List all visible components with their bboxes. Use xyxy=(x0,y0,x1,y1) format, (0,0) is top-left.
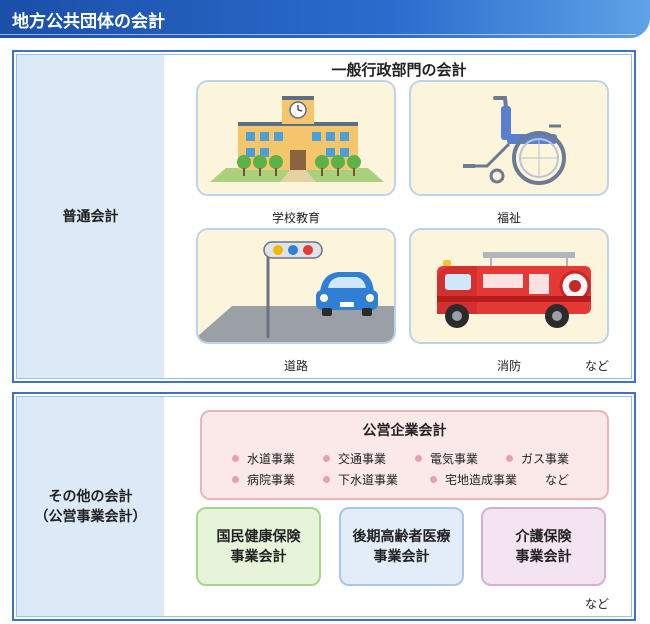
box-line2: 事業会計 xyxy=(373,548,430,565)
fire-caption: 消防 xyxy=(496,359,521,373)
other-accounts-label-line1: その他の会計 xyxy=(48,488,133,505)
bullet-dot-icon xyxy=(232,476,239,483)
bullet-dot-icon xyxy=(415,455,422,462)
welfare-caption: 福祉 xyxy=(496,211,521,225)
enterprise-item: 下水道事業 xyxy=(323,471,398,488)
ordinary-accounts-section: 普通会計 一般行政部門の会計 xyxy=(12,50,636,383)
bullet-dot-icon xyxy=(506,455,513,462)
public-enterprise-title: 公営企業会計 xyxy=(362,423,447,439)
other-accounts-label: その他の会計 （公営事業会計） xyxy=(17,397,164,616)
other-accounts-label-line2: （公営事業会計） xyxy=(34,508,147,525)
bullet-dot-icon xyxy=(430,476,437,483)
box-line1: 後期高齢者医療 xyxy=(352,528,451,545)
page-title: 地方公共団体の会計 xyxy=(12,12,165,32)
other-accounts-section: その他の会計 （公営事業会計） 公営企業会計 水道事業 交通事業 電気事業 ガス… xyxy=(12,392,636,621)
enterprise-etc-note: など xyxy=(545,473,570,487)
school-card xyxy=(196,80,396,196)
ordinary-etc-note: など xyxy=(585,359,610,373)
bullet-dot-icon xyxy=(323,455,330,462)
school-caption: 学校教育 xyxy=(271,211,320,225)
enterprise-item: ガス事業 xyxy=(506,450,569,467)
enterprise-item: 病院事業 xyxy=(232,471,295,488)
national-health-insurance-box: 国民健康保険 事業会計 xyxy=(196,507,321,586)
ordinary-accounts-label: 普通会計 xyxy=(17,55,164,378)
other-etc-note: など xyxy=(585,597,610,611)
enterprise-item: 交通事業 xyxy=(323,450,386,467)
title-bar: 地方公共団体の会計 xyxy=(0,0,650,38)
wheelchair-icon xyxy=(463,96,566,185)
school-icon xyxy=(210,96,384,182)
road-caption: 道路 xyxy=(283,359,308,373)
general-administration-header: 一般行政部門の会計 xyxy=(331,61,467,79)
box-line1: 介護保険 xyxy=(515,528,572,545)
ordinary-accounts-label-text: 普通会計 xyxy=(62,208,119,225)
enterprise-item: 電気事業 xyxy=(415,450,478,467)
enterprise-item: 宅地造成事業 xyxy=(430,471,517,488)
road-car-icon xyxy=(198,241,394,342)
road-card xyxy=(196,228,396,344)
enterprise-item: 水道事業 xyxy=(232,450,295,467)
bullet-dot-icon xyxy=(323,476,330,483)
welfare-card xyxy=(409,80,609,196)
fire-truck-icon xyxy=(437,252,591,328)
bullet-dot-icon xyxy=(232,455,239,462)
public-enterprise-box: 公営企業会計 水道事業 交通事業 電気事業 ガス事業 病院事業 下水道事業 宅地… xyxy=(200,410,609,500)
fire-card xyxy=(409,228,609,344)
elderly-medical-care-box: 後期高齢者医療 事業会計 xyxy=(339,507,464,586)
box-line1: 国民健康保険 xyxy=(216,528,301,545)
box-line2: 事業会計 xyxy=(515,548,572,565)
long-term-care-insurance-box: 介護保険 事業会計 xyxy=(481,507,606,586)
box-line2: 事業会計 xyxy=(230,548,287,565)
